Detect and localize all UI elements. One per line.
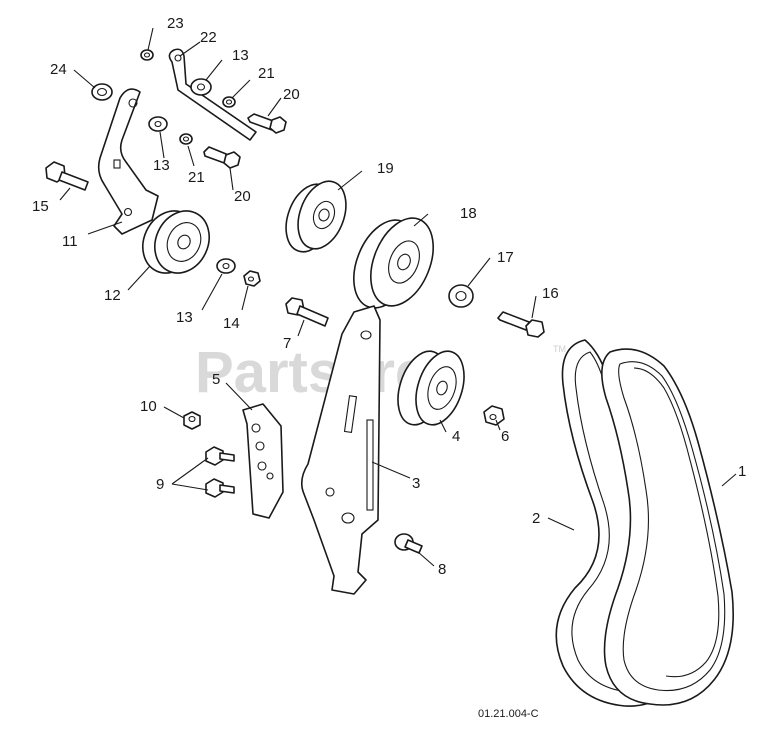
callout-22: 22 bbox=[200, 29, 217, 46]
part-9-bolt-a bbox=[205, 446, 235, 466]
callout-21-top: 21 bbox=[258, 65, 275, 82]
callout-9: 9 bbox=[156, 476, 164, 493]
callout-7: 7 bbox=[283, 335, 291, 352]
callout-3: 3 bbox=[412, 475, 420, 492]
part-1-belt bbox=[601, 348, 734, 706]
callout-16: 16 bbox=[542, 285, 559, 302]
part-9-bolt-b bbox=[205, 478, 235, 498]
part-19-pulley bbox=[285, 180, 347, 253]
part-13-washer-c bbox=[216, 258, 236, 274]
part-10-nut bbox=[183, 411, 201, 430]
callout-17: 17 bbox=[497, 249, 514, 266]
part-6-nut bbox=[483, 405, 505, 426]
watermark-trademark: TM bbox=[553, 344, 566, 354]
drawing-code: 01.21.004-C bbox=[478, 708, 539, 720]
callout-14: 14 bbox=[223, 315, 240, 332]
callout-20-top: 20 bbox=[283, 86, 300, 103]
part-15-bolt bbox=[45, 161, 89, 191]
callout-19: 19 bbox=[377, 160, 394, 177]
callout-11: 11 bbox=[62, 233, 78, 250]
callout-13-low: 13 bbox=[176, 309, 193, 326]
callout-21-mid: 21 bbox=[188, 169, 205, 186]
callout-24: 24 bbox=[50, 61, 67, 78]
part-20-bolt-a bbox=[247, 113, 287, 134]
callout-4: 4 bbox=[452, 428, 460, 445]
part-12-pulley bbox=[142, 210, 210, 274]
callout-13-top: 13 bbox=[232, 47, 249, 64]
callout-18: 18 bbox=[460, 205, 477, 222]
callout-13-mid: 13 bbox=[153, 157, 170, 174]
callout-12: 12 bbox=[104, 287, 121, 304]
part-13-washer-b bbox=[148, 116, 168, 132]
part-3-idler-arm bbox=[300, 305, 381, 595]
part-7-bolt bbox=[285, 297, 329, 327]
part-16-bolt bbox=[497, 311, 545, 338]
callout-10: 10 bbox=[140, 398, 157, 415]
callout-8: 8 bbox=[438, 561, 446, 578]
part-24-nut bbox=[91, 83, 113, 101]
part-4-pulley bbox=[397, 350, 465, 426]
part-21-lockwasher-a bbox=[222, 96, 236, 108]
part-18-pulley bbox=[353, 217, 434, 309]
part-20-bolt-b bbox=[203, 146, 241, 169]
callout-15: 15 bbox=[32, 198, 49, 215]
callout-23: 23 bbox=[167, 15, 184, 32]
part-8-bolt bbox=[394, 533, 423, 554]
callout-1: 1 bbox=[738, 463, 746, 480]
callout-20-mid: 20 bbox=[234, 188, 251, 205]
part-13-washer-a bbox=[190, 78, 212, 96]
callout-labels: 23 22 24 13 21 20 13 21 20 19 15 18 11 1… bbox=[32, 15, 746, 578]
callout-2: 2 bbox=[532, 510, 540, 527]
part-17-spacer bbox=[448, 284, 474, 308]
callout-5: 5 bbox=[212, 371, 220, 388]
part-23-nut bbox=[140, 49, 154, 61]
part-5-plate bbox=[242, 403, 284, 519]
part-11-bracket bbox=[97, 88, 159, 235]
part-22-rod bbox=[168, 48, 257, 141]
callout-6: 6 bbox=[501, 428, 509, 445]
part-21-lockwasher-b bbox=[179, 133, 193, 145]
leader-lines bbox=[59, 27, 737, 567]
part-14-nut bbox=[243, 270, 261, 287]
